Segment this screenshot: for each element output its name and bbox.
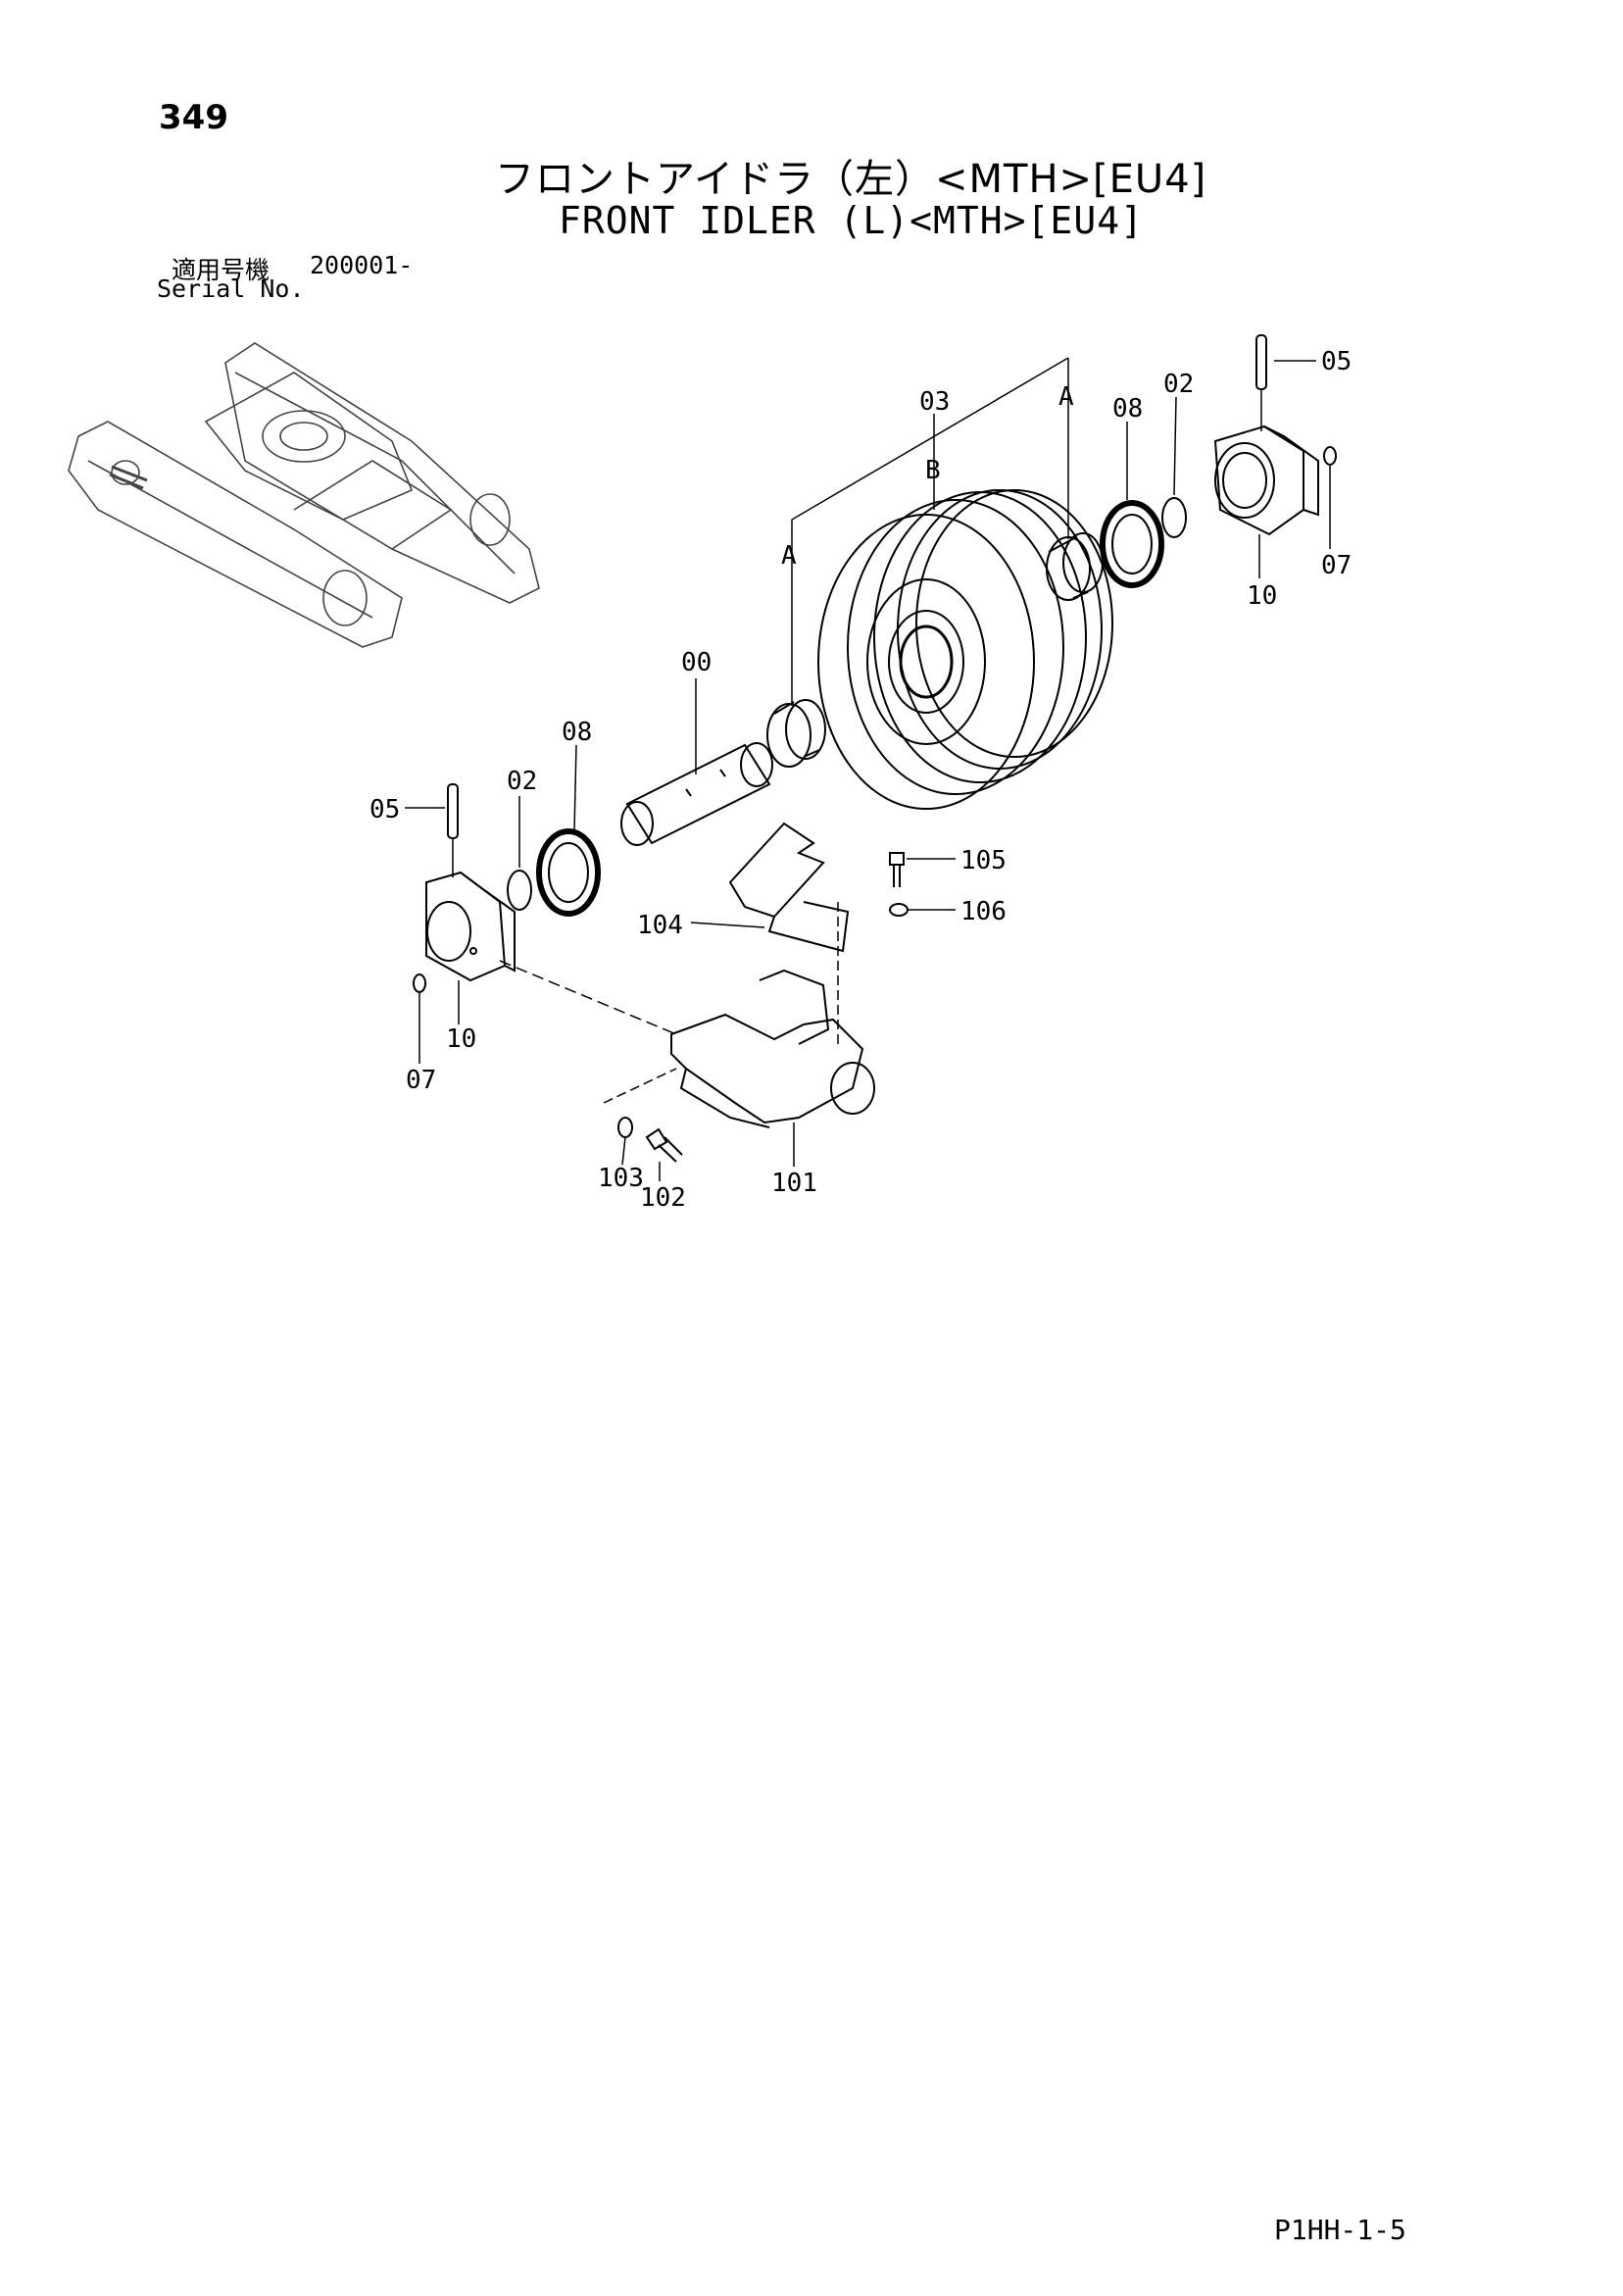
floating-seal-right-part-08: [1100, 500, 1164, 588]
bolt-part-102: [645, 1127, 683, 1163]
floating-seal-left-part-08: [536, 828, 601, 917]
bracket-housing-right-part-10: [1213, 424, 1319, 536]
page-code: P1HH-1-5: [1274, 2214, 1406, 2246]
washer-part-106: [889, 903, 909, 917]
callout-10-right: 10: [1247, 581, 1277, 611]
callout-02-right: 02: [1163, 370, 1194, 399]
serial-label-japanese: 適用号機: [172, 256, 270, 284]
bushing-left: [766, 699, 826, 768]
callout-104: 104: [637, 911, 683, 940]
leader-lines: [405, 357, 1331, 1181]
callout-07-right: 07: [1321, 551, 1352, 580]
callout-08-left: 08: [562, 718, 592, 747]
o-ring-right-part-02: [1161, 497, 1187, 538]
set-screw-left-part-07: [413, 973, 426, 993]
washer-part-103: [617, 1117, 633, 1138]
page-title-english: FRONT IDLER (L)<MTH>[EU4]: [559, 199, 1144, 242]
callout-A-right: A: [1058, 382, 1074, 412]
callout-A-left: A: [781, 541, 797, 571]
callout-00: 00: [681, 648, 712, 677]
page-number: 349: [159, 98, 228, 137]
callout-03: 03: [919, 387, 950, 417]
callout-101: 101: [771, 1169, 817, 1198]
set-screw-right-part-07: [1323, 446, 1337, 466]
serial-label-english: Serial No.: [157, 275, 305, 303]
page-title-japanese: フロントアイドラ（左）<MTH>[EU4]: [495, 157, 1207, 202]
callout-05-left: 05: [369, 795, 400, 824]
serial-number-value: 200001-: [310, 251, 414, 279]
callout-02-left: 02: [507, 767, 537, 796]
idler-yoke-part-101: [670, 969, 875, 1128]
bolt-part-105: [889, 852, 905, 887]
callout-labels: 05 02 08 03 B A A 10 07 00 08 02 05 105 …: [369, 347, 1352, 1213]
callout-106: 106: [960, 897, 1007, 926]
o-ring-left-part-02: [507, 870, 532, 911]
bracket-housing-left-part-10: [425, 871, 516, 982]
idler-shaft-part-00: [620, 742, 773, 846]
callout-08-right: 08: [1112, 394, 1143, 424]
callout-102: 102: [640, 1183, 686, 1213]
pin-left-part-05: [447, 783, 459, 839]
callout-05-right: 05: [1321, 347, 1352, 376]
callout-B: B: [925, 456, 941, 485]
pin-right-part-05: [1255, 334, 1267, 390]
callout-105: 105: [960, 846, 1007, 875]
callout-103: 103: [598, 1164, 644, 1193]
callout-10-left: 10: [446, 1024, 476, 1054]
callout-07-left: 07: [406, 1066, 436, 1095]
undercarriage-locator-thumbnail: [68, 342, 540, 648]
idler-wheel-part-03: [817, 489, 1113, 810]
guide-plate-part-104: [728, 822, 850, 953]
